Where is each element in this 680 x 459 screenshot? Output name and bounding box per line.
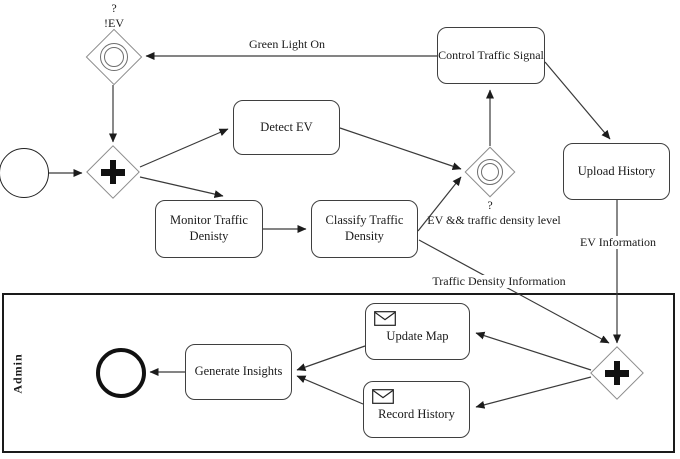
task-control-traffic-signal: Control Traffic Signal (437, 27, 545, 84)
task-label: Record History (378, 407, 455, 422)
flow-parallel-split-to-detect-ev (139, 128, 229, 168)
task-label: Detect EV (260, 119, 313, 134)
task-generate-insights: Generate Insights (185, 344, 292, 400)
flow-parallel-split-to-monitor-traffic (139, 176, 224, 199)
task-monitor-traffic-denisty: Monitor Traffic Denisty (155, 200, 263, 258)
event-gateway-inner-circle-icon (104, 47, 124, 67)
task-label: Classify Traffic Density (325, 213, 404, 243)
task-label: Upload History (577, 163, 656, 178)
message-envelope-icon (374, 311, 396, 326)
task-classify-traffic-density: Classify Traffic Density (311, 200, 418, 258)
start-event (0, 148, 49, 198)
plus-icon (613, 361, 621, 385)
end-event (96, 348, 146, 398)
task-label: Control Traffic Signal (438, 48, 544, 62)
annotation-question-mark-signal-gateway: ? (111, 1, 117, 15)
task-update-map: Update Map (365, 303, 470, 360)
pool-label-admin: Admin (2, 293, 34, 453)
task-detect-ev: Detect EV (233, 100, 340, 155)
flow-detect-ev-to-decision-gateway (339, 127, 462, 171)
parallel-gateway-join (590, 346, 644, 400)
pool-label-text: Admin (10, 352, 25, 394)
task-label: Monitor Traffic Denisty (170, 213, 248, 243)
parallel-gateway-split (86, 145, 140, 199)
task-label: Generate Insights (194, 364, 283, 379)
pool-admin (2, 293, 675, 453)
event-gateway-inner-circle-icon (481, 163, 499, 181)
event-gateway-decision (464, 146, 516, 198)
task-upload-history: Upload History (563, 143, 670, 200)
edge-label-traffic-density-information: Traffic Density Information (417, 274, 581, 289)
edge-label-green-light-on: Green Light On (249, 37, 325, 51)
task-label: Update Map (386, 329, 449, 344)
message-envelope-icon (372, 389, 394, 404)
annotation-ev-and-density-condition: EV && traffic density level (427, 213, 561, 227)
annotation-not-ev-condition: !EV (104, 16, 124, 30)
event-gateway-signal-wait (85, 28, 143, 86)
annotation-question-mark-decision-gateway: ? (487, 198, 493, 212)
flow-control-signal-to-upload-history (544, 61, 611, 140)
edge-label-ev-information: EV Information (566, 235, 670, 250)
task-record-history: Record History (363, 381, 470, 438)
plus-icon (109, 160, 117, 184)
